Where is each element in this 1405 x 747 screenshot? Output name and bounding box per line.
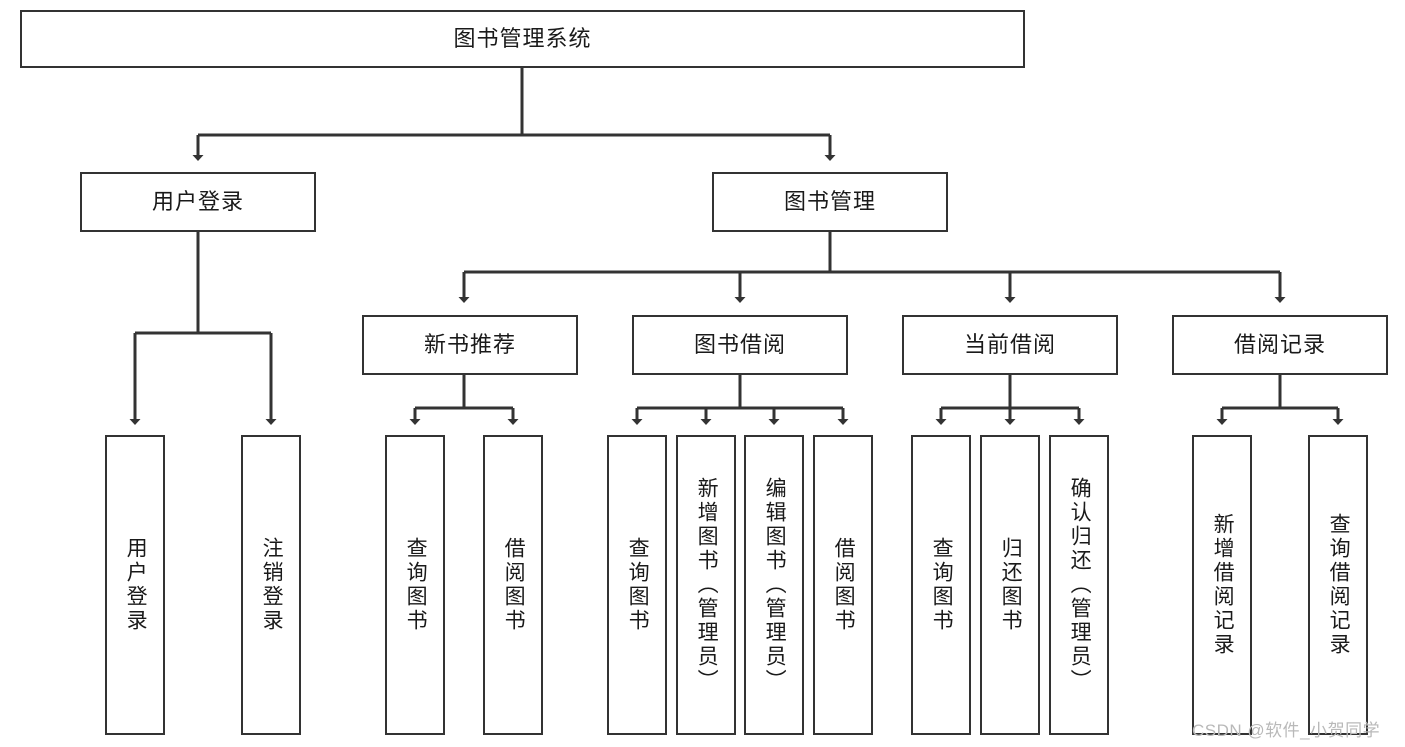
node-new-book-recommend[interactable]: 新书推荐 <box>362 315 578 375</box>
leaf-return-book[interactable]: 归还图书 <box>980 435 1040 735</box>
leaf-add-book-admin[interactable]: 新增图书（管理员） <box>676 435 736 735</box>
node-label: 借阅图书 <box>502 537 526 633</box>
leaf-query-book-current[interactable]: 查询图书 <box>911 435 971 735</box>
edges-root-to-level1 <box>192 68 836 161</box>
node-label: 用户登录 <box>151 188 244 214</box>
node-label: 图书管理 <box>783 188 876 214</box>
leaf-borrow-book-recommend[interactable]: 借阅图书 <box>483 435 543 735</box>
node-borrow-record[interactable]: 借阅记录 <box>1172 315 1388 375</box>
node-label: 编辑图书（管理员） <box>763 477 787 693</box>
node-label: 查询图书 <box>930 537 954 633</box>
node-label: 图书借阅 <box>693 331 786 357</box>
leaf-query-borrow-record[interactable]: 查询借阅记录 <box>1308 435 1368 735</box>
edges-userlogin-to-leaves <box>129 232 277 425</box>
node-label: 新书推荐 <box>423 331 516 357</box>
node-label: 注销登录 <box>260 537 284 633</box>
node-label: 查询图书 <box>404 537 428 633</box>
node-book-borrow[interactable]: 图书借阅 <box>632 315 848 375</box>
csdn-watermark: CSDN @软件_小贺同学 <box>1192 721 1381 740</box>
node-book-management[interactable]: 图书管理 <box>712 172 948 232</box>
edges-bookmanagement-to-level2 <box>458 232 1286 303</box>
node-root-system[interactable]: 图书管理系统 <box>20 10 1025 68</box>
leaf-add-borrow-record[interactable]: 新增借阅记录 <box>1192 435 1252 735</box>
node-label: 当前借阅 <box>963 331 1056 357</box>
node-label: 借阅记录 <box>1233 331 1326 357</box>
leaf-user-login[interactable]: 用户登录 <box>105 435 165 735</box>
node-label: 查询图书 <box>626 537 650 633</box>
node-current-borrow[interactable]: 当前借阅 <box>902 315 1118 375</box>
edges-bookborrow-to-leaves <box>631 375 849 425</box>
node-label: 查询借阅记录 <box>1327 513 1351 657</box>
leaf-borrow-book[interactable]: 借阅图书 <box>813 435 873 735</box>
leaf-query-book-borrow[interactable]: 查询图书 <box>607 435 667 735</box>
edges-newbook-to-leaves <box>409 375 519 425</box>
leaf-logout-login[interactable]: 注销登录 <box>241 435 301 735</box>
node-label: 确认归还（管理员） <box>1068 477 1092 693</box>
node-label: 借阅图书 <box>832 537 856 633</box>
leaf-confirm-return-admin[interactable]: 确认归还（管理员） <box>1049 435 1109 735</box>
node-label: 新增图书（管理员） <box>695 477 719 693</box>
leaf-query-book-recommend[interactable]: 查询图书 <box>385 435 445 735</box>
leaf-edit-book-admin[interactable]: 编辑图书（管理员） <box>744 435 804 735</box>
node-label: 用户登录 <box>124 537 148 633</box>
node-label: 新增借阅记录 <box>1211 513 1235 657</box>
node-label: 归还图书 <box>999 537 1023 633</box>
edges-borrowrecord-to-leaves <box>1216 375 1344 425</box>
edges-currentborrow-to-leaves <box>935 375 1085 425</box>
node-label: 图书管理系统 <box>453 25 592 51</box>
node-user-login[interactable]: 用户登录 <box>80 172 316 232</box>
